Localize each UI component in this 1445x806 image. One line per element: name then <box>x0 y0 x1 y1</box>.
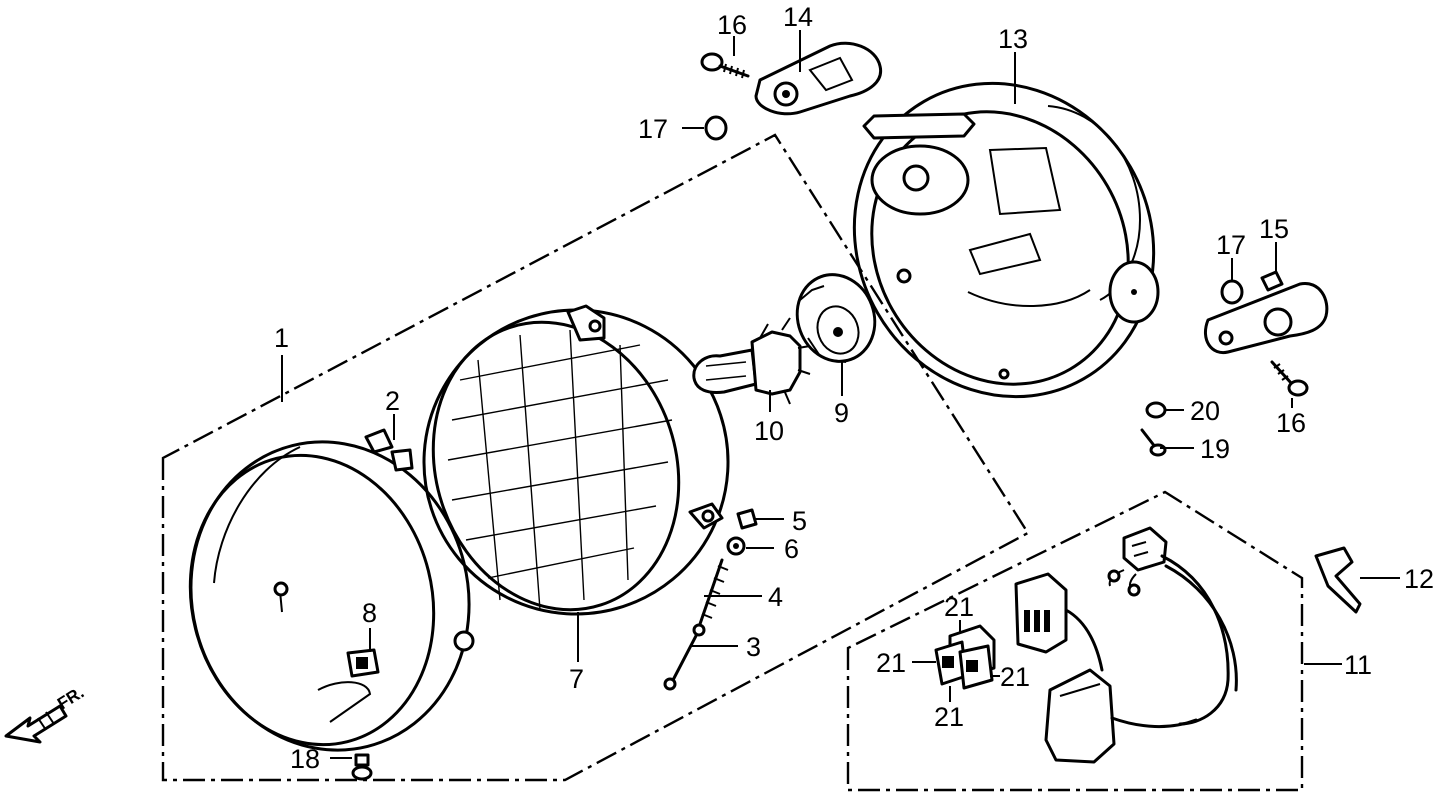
callout-17-top: 17 <box>638 114 668 144</box>
case-mount-bracket-right <box>1204 270 1329 355</box>
adjusting-screw <box>663 623 706 691</box>
headlight-rim <box>188 428 475 752</box>
callout-1: 1 <box>274 323 289 353</box>
callout-21-bottom: 21 <box>934 702 964 732</box>
callout-4: 4 <box>768 582 783 612</box>
callout-15: 15 <box>1259 214 1289 244</box>
headlight-group-boundary <box>161 133 1030 782</box>
callout-16-top: 16 <box>717 10 747 40</box>
small-nut <box>1145 401 1167 419</box>
callout-5: 5 <box>792 506 807 536</box>
callout-16-right: 16 <box>1276 408 1306 438</box>
callout-8: 8 <box>362 598 377 628</box>
adjust-spring <box>698 558 729 626</box>
callout-20: 20 <box>1190 396 1220 426</box>
callout-10: 10 <box>754 416 784 446</box>
callout-9: 9 <box>834 398 849 428</box>
wire-harness <box>1014 526 1238 764</box>
adjust-nut <box>736 508 758 530</box>
case-mount-bracket-left <box>754 41 883 116</box>
callout-19: 19 <box>1200 434 1230 464</box>
front-direction-arrow-icon: FR. <box>4 683 87 744</box>
callout-3: 3 <box>746 632 761 662</box>
headlight-bulb <box>692 317 811 405</box>
adjust-washer <box>726 536 746 556</box>
harness-connectors <box>934 624 996 690</box>
sealed-beam-unit <box>422 304 730 616</box>
callout-7: 7 <box>569 664 584 694</box>
callout-6: 6 <box>784 534 799 564</box>
callout-21-left: 21 <box>876 648 906 678</box>
mount-bolt-top <box>700 52 750 79</box>
callout-12: 12 <box>1404 564 1434 594</box>
small-screw <box>1140 428 1167 457</box>
rim-screw <box>351 753 373 781</box>
harness-group-boundary <box>846 490 1304 792</box>
callout-13: 13 <box>998 24 1028 54</box>
callout-18: 18 <box>290 744 320 774</box>
callout-11: 11 <box>1344 650 1372 680</box>
callout-21-top: 21 <box>944 592 974 622</box>
mount-cap-nut-top <box>704 115 728 141</box>
mount-cap-nut-right <box>1220 279 1244 305</box>
headlight-case <box>852 81 1160 399</box>
callout-2: 2 <box>385 386 400 416</box>
callout-14: 14 <box>783 2 813 32</box>
harness-clip <box>1314 546 1362 614</box>
leader-lines <box>281 30 1400 759</box>
callout-21-right: 21 <box>1000 662 1030 692</box>
mount-bolt-right <box>1270 360 1309 397</box>
rim-clip <box>346 648 380 678</box>
callout-17-right: 17 <box>1216 230 1246 260</box>
